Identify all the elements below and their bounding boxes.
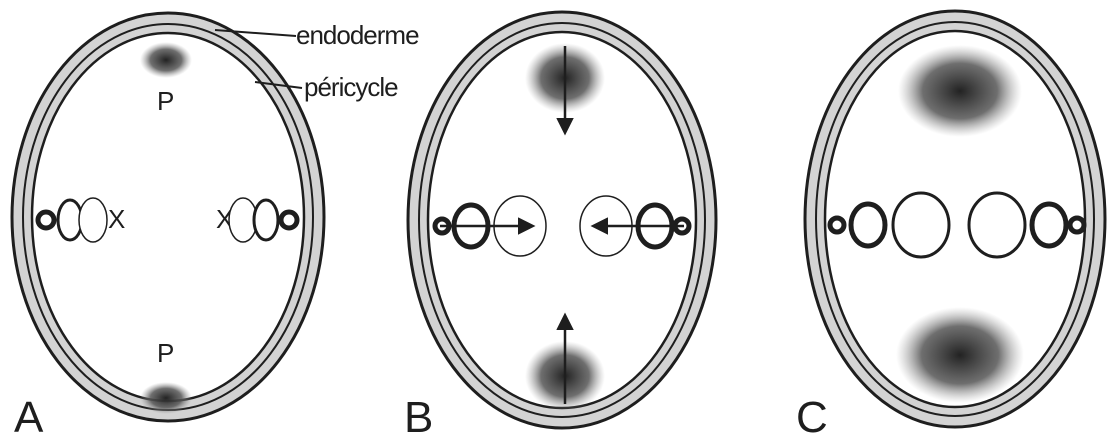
panel-b: B (404, 12, 716, 442)
xylem-vessel-right-a (254, 200, 278, 240)
xylem-vessel-right-c (1032, 204, 1066, 246)
phloem-label-bottom-a: P (157, 338, 174, 368)
phloem-top-a (140, 42, 192, 78)
pericycle-label: péricycle (304, 72, 398, 102)
panel-letter-b: B (404, 393, 433, 442)
xylem-label-left-a: X (108, 204, 125, 234)
phloem-top-c (898, 45, 1022, 137)
xylem-metaxylem-right-c (969, 193, 1025, 257)
endoderm-label: endoderme (296, 20, 419, 50)
panel-letter-a: A (14, 393, 44, 442)
phloem-bottom-a (140, 382, 192, 414)
phloem-bottom-c (896, 307, 1024, 403)
xylem-vessel-left-c (851, 204, 885, 246)
panel-a: P P X X endoderme péricycle A (12, 13, 419, 442)
xylem-metaxylem-left-a (79, 198, 107, 242)
phloem-label-top-a: P (157, 86, 174, 116)
panel-c: C (796, 11, 1105, 442)
panel-letter-c: C (796, 393, 828, 442)
xylem-metaxylem-left-c (893, 193, 949, 257)
